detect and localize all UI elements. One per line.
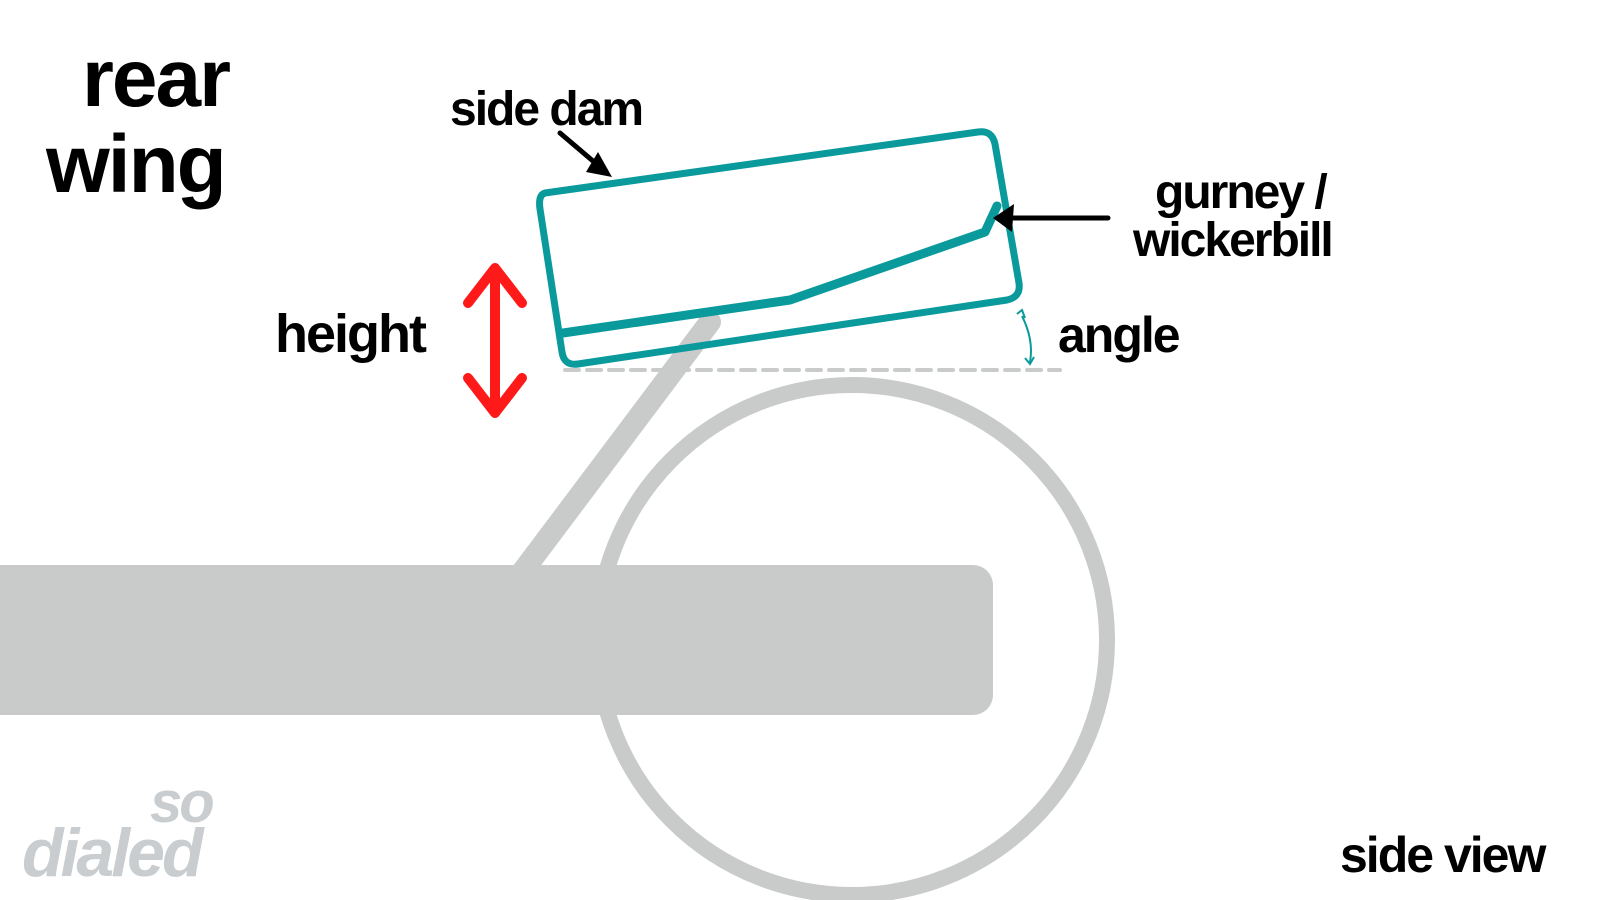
angle-arrowhead-bottom xyxy=(1024,356,1035,366)
angle-label: angle xyxy=(1058,307,1180,363)
wing-strut xyxy=(509,311,721,586)
view-label: side view xyxy=(1340,827,1546,883)
wickerbill-label: wickerbill xyxy=(1132,214,1332,267)
angle-arc xyxy=(1021,315,1032,363)
height-label: height xyxy=(275,304,427,364)
side-dam-arrowhead xyxy=(586,152,612,177)
title-rear: rear xyxy=(82,33,230,124)
gurney-label: gurney / xyxy=(1155,166,1327,219)
car-body xyxy=(0,565,993,715)
title-wing: wing xyxy=(45,119,225,210)
angle-arrowhead-top xyxy=(1016,308,1026,319)
gurney-arrowhead xyxy=(993,204,1014,232)
logo-dialed: dialed xyxy=(22,815,205,891)
side-dam-label: side dam xyxy=(450,83,642,136)
side-dam xyxy=(536,128,1023,368)
height-arrow xyxy=(463,263,527,418)
wing-main-plane xyxy=(558,201,1002,338)
logo-so: so xyxy=(150,770,213,835)
